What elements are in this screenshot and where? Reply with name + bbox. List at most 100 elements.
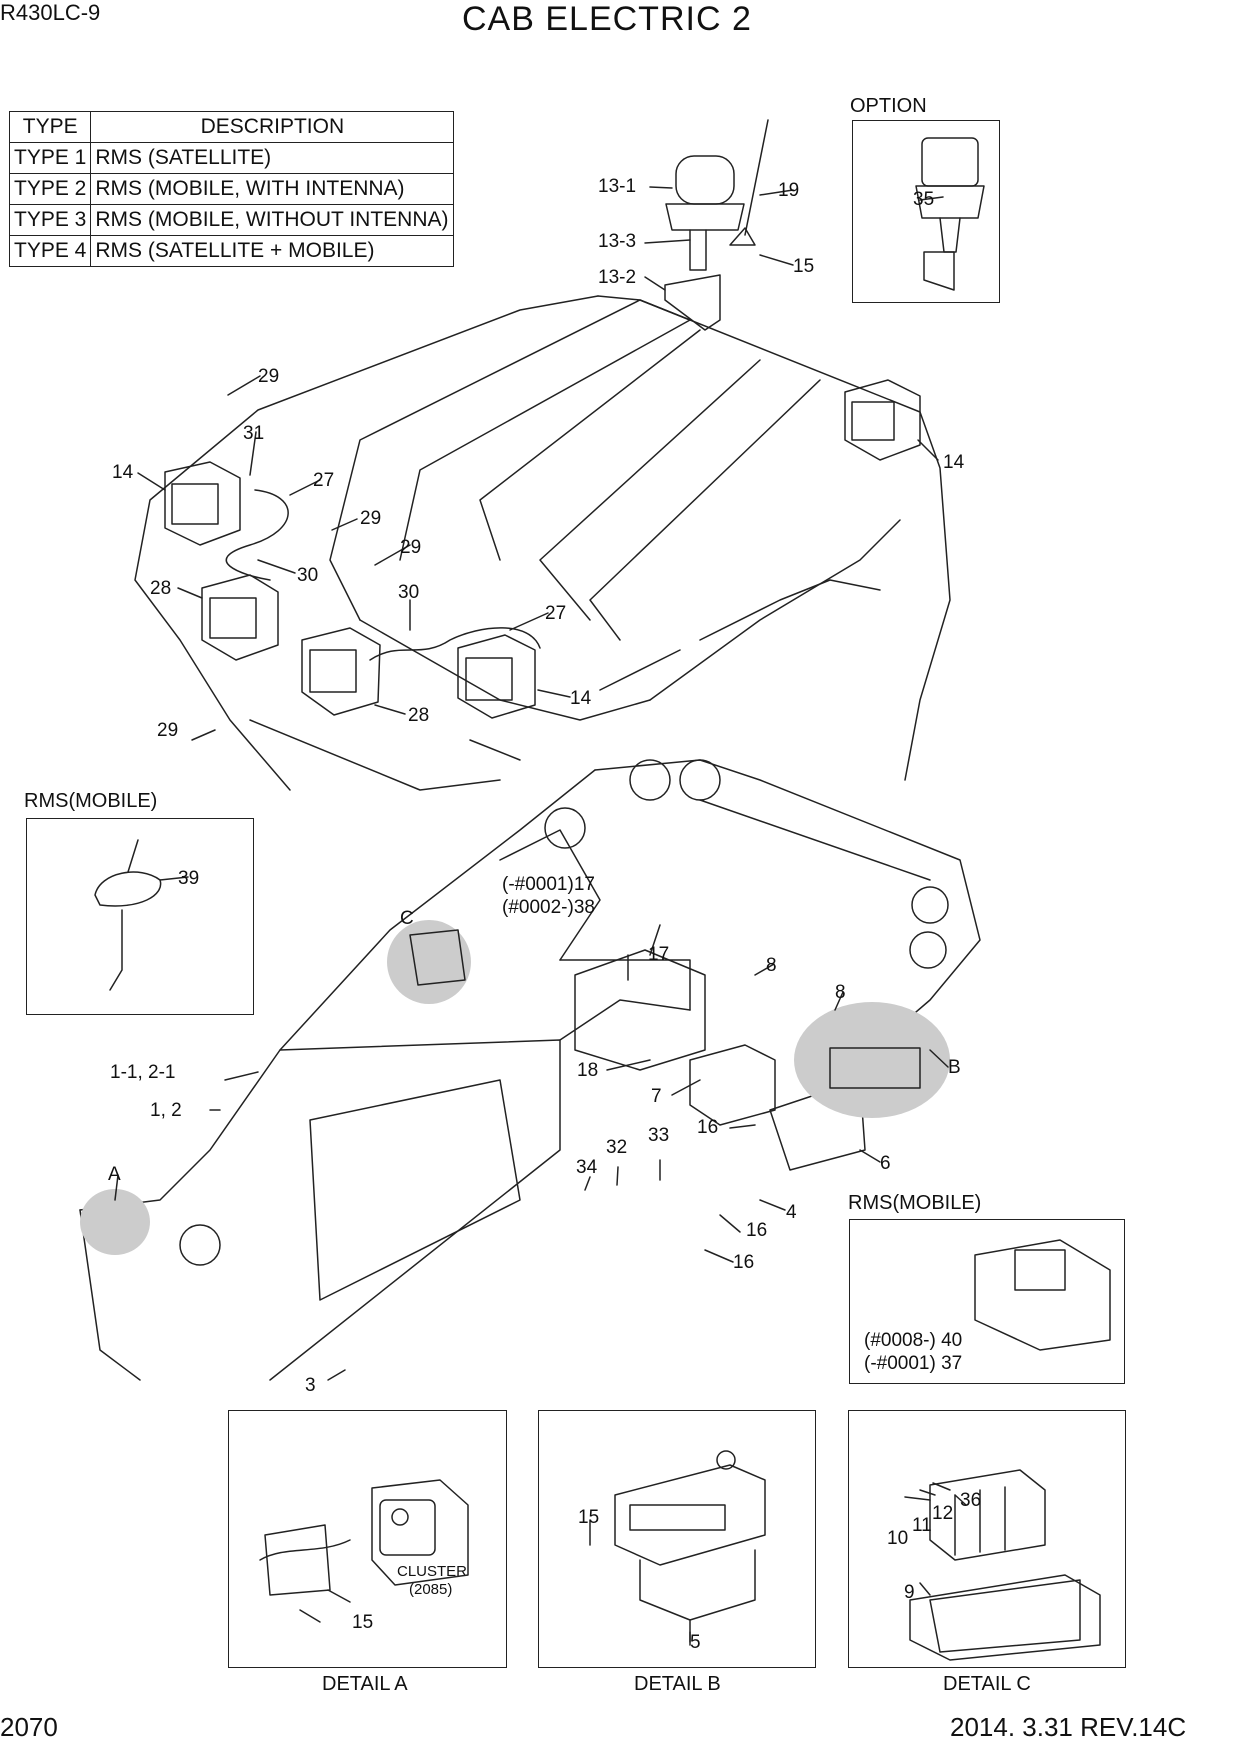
callout-10: 10 [887, 1528, 909, 1549]
description-cell: RMS (MOBILE, WITH INTENNA) [90, 173, 455, 205]
option-beacon [915, 137, 985, 291]
page-number: 2070 [0, 1712, 58, 1742]
callout-16: 16 [697, 1117, 719, 1138]
cluster-highlight [80, 1189, 150, 1255]
callout-13-3: 13-3 [598, 231, 637, 252]
table-row: TYPE 2 RMS (MOBILE, WITH INTENNA) [8, 173, 455, 205]
callout-18: 18 [577, 1060, 599, 1081]
callout-28: 28 [408, 705, 430, 726]
beacon-lamp [664, 155, 745, 331]
callout-17: (-#0001)17 [502, 874, 595, 895]
callout-27: 27 [313, 470, 335, 491]
type-table: TYPE DESCRIPTION TYPE 1 RMS (SATELLITE) … [8, 111, 455, 267]
callout-27: 27 [545, 603, 567, 624]
callout-13-2: 13-2 [598, 267, 637, 288]
work-lamp [201, 574, 279, 661]
radio-highlight [794, 1002, 950, 1118]
cab-roof [134, 295, 951, 791]
callout-15: 15 [578, 1507, 600, 1528]
option-box [852, 120, 1000, 303]
callout-29: 29 [400, 537, 422, 558]
callout-4: 4 [786, 1202, 797, 1223]
callout-13-1: 13-1 [598, 176, 637, 197]
callout-16: 16 [746, 1220, 768, 1241]
table-row: TYPE 3 RMS (MOBILE, WITHOUT INTENNA) [8, 204, 455, 236]
detail-a-box [228, 1410, 507, 1668]
callout-29: 29 [360, 508, 382, 529]
rms-mobile-unit-box [849, 1219, 1125, 1384]
revision-date: 2014. 3.31 REV.14C [950, 1712, 1187, 1742]
lamp-wiring [225, 489, 541, 661]
callout-1-1-2-1: 1-1, 2-1 [110, 1062, 176, 1083]
type-cell: TYPE 1 [8, 142, 92, 174]
description-cell: RMS (SATELLITE) [90, 142, 455, 174]
callout-8: 8 [766, 955, 777, 976]
work-lamp [457, 634, 536, 719]
leader-lines [114, 186, 967, 1643]
callout-30: 30 [297, 565, 319, 586]
callout-12: 12 [932, 1503, 954, 1524]
rms-mobile-antenna [94, 839, 162, 991]
detail-b-caption: DETAIL B [634, 1673, 721, 1695]
detail-c-caption: DETAIL C [943, 1673, 1031, 1695]
table-row: TYPE 4 RMS (SATELLITE + MOBILE) [8, 235, 455, 267]
callout-33: 33 [648, 1125, 670, 1146]
callout-30: 30 [398, 582, 420, 603]
callout-b: B [948, 1057, 961, 1078]
type-cell: TYPE 3 [8, 204, 92, 236]
callout-11: 11 [912, 1515, 932, 1536]
rms-mobile-caption: RMS(MOBILE) [24, 790, 158, 812]
callout-15: 15 [352, 1612, 374, 1633]
detail-c-box [848, 1410, 1126, 1668]
callout-1-2: 1, 2 [150, 1100, 182, 1121]
callout-31: 31 [243, 423, 265, 444]
switch-highlight [387, 920, 471, 1004]
type-cell: TYPE 4 [8, 235, 92, 267]
callout-16: 16 [733, 1252, 755, 1273]
type-cell: TYPE 2 [8, 173, 92, 205]
table-row: TYPE 1 RMS (SATELLITE) [8, 142, 455, 174]
detail-b-box [538, 1410, 816, 1668]
callout-5: 5 [690, 1632, 701, 1653]
rms-mobile-caption: RMS(MOBILE) [848, 1192, 982, 1214]
callout-14: 14 [112, 462, 134, 483]
callout-14: 14 [570, 688, 592, 709]
callout-28: 28 [150, 578, 172, 599]
description-cell: RMS (MOBILE, WITHOUT INTENNA) [90, 204, 455, 236]
work-lamp [164, 461, 241, 546]
callout-34: 34 [576, 1157, 598, 1178]
callout-29: 29 [157, 720, 179, 741]
detail-a-cluster [259, 1479, 469, 1623]
rms-mobile-antenna-box [26, 818, 254, 1015]
callout-29: 29 [258, 366, 280, 387]
callout-15: 15 [793, 256, 815, 277]
callout-19: 19 [778, 180, 800, 201]
cluster-ref-label: (2085) [409, 1581, 453, 1598]
detail-a-caption: DETAIL A [322, 1673, 408, 1695]
callout-39: 39 [178, 868, 200, 889]
work-lamp [844, 379, 921, 461]
model-number: R430LC-9 [0, 0, 101, 25]
page-title: CAB ELECTRIC 2 [462, 0, 752, 38]
detail-b-radio [614, 1450, 766, 1646]
antenna [729, 119, 769, 246]
console [79, 759, 981, 1381]
rms-mobile-unit [974, 1239, 1111, 1351]
callout-9: 9 [904, 1582, 915, 1603]
callout-35: 35 [913, 189, 935, 210]
callout-32: 32 [606, 1137, 628, 1158]
callout-40: (#0008-) 40 [864, 1330, 963, 1351]
cluster-label: CLUSTER [397, 1563, 468, 1580]
callout-7: 7 [651, 1086, 662, 1107]
callout-c: C [400, 908, 414, 929]
callout-a: A [108, 1164, 121, 1185]
description-cell: RMS (SATELLITE + MOBILE) [90, 235, 455, 267]
callout-38: (#0002-)38 [502, 897, 595, 918]
type-header: TYPE [8, 111, 92, 143]
option-caption: OPTION [850, 95, 927, 117]
callout-37: (-#0001) 37 [864, 1353, 963, 1374]
work-lamp [301, 627, 381, 716]
callout-8: 8 [835, 982, 846, 1003]
callout-14: 14 [943, 452, 965, 473]
